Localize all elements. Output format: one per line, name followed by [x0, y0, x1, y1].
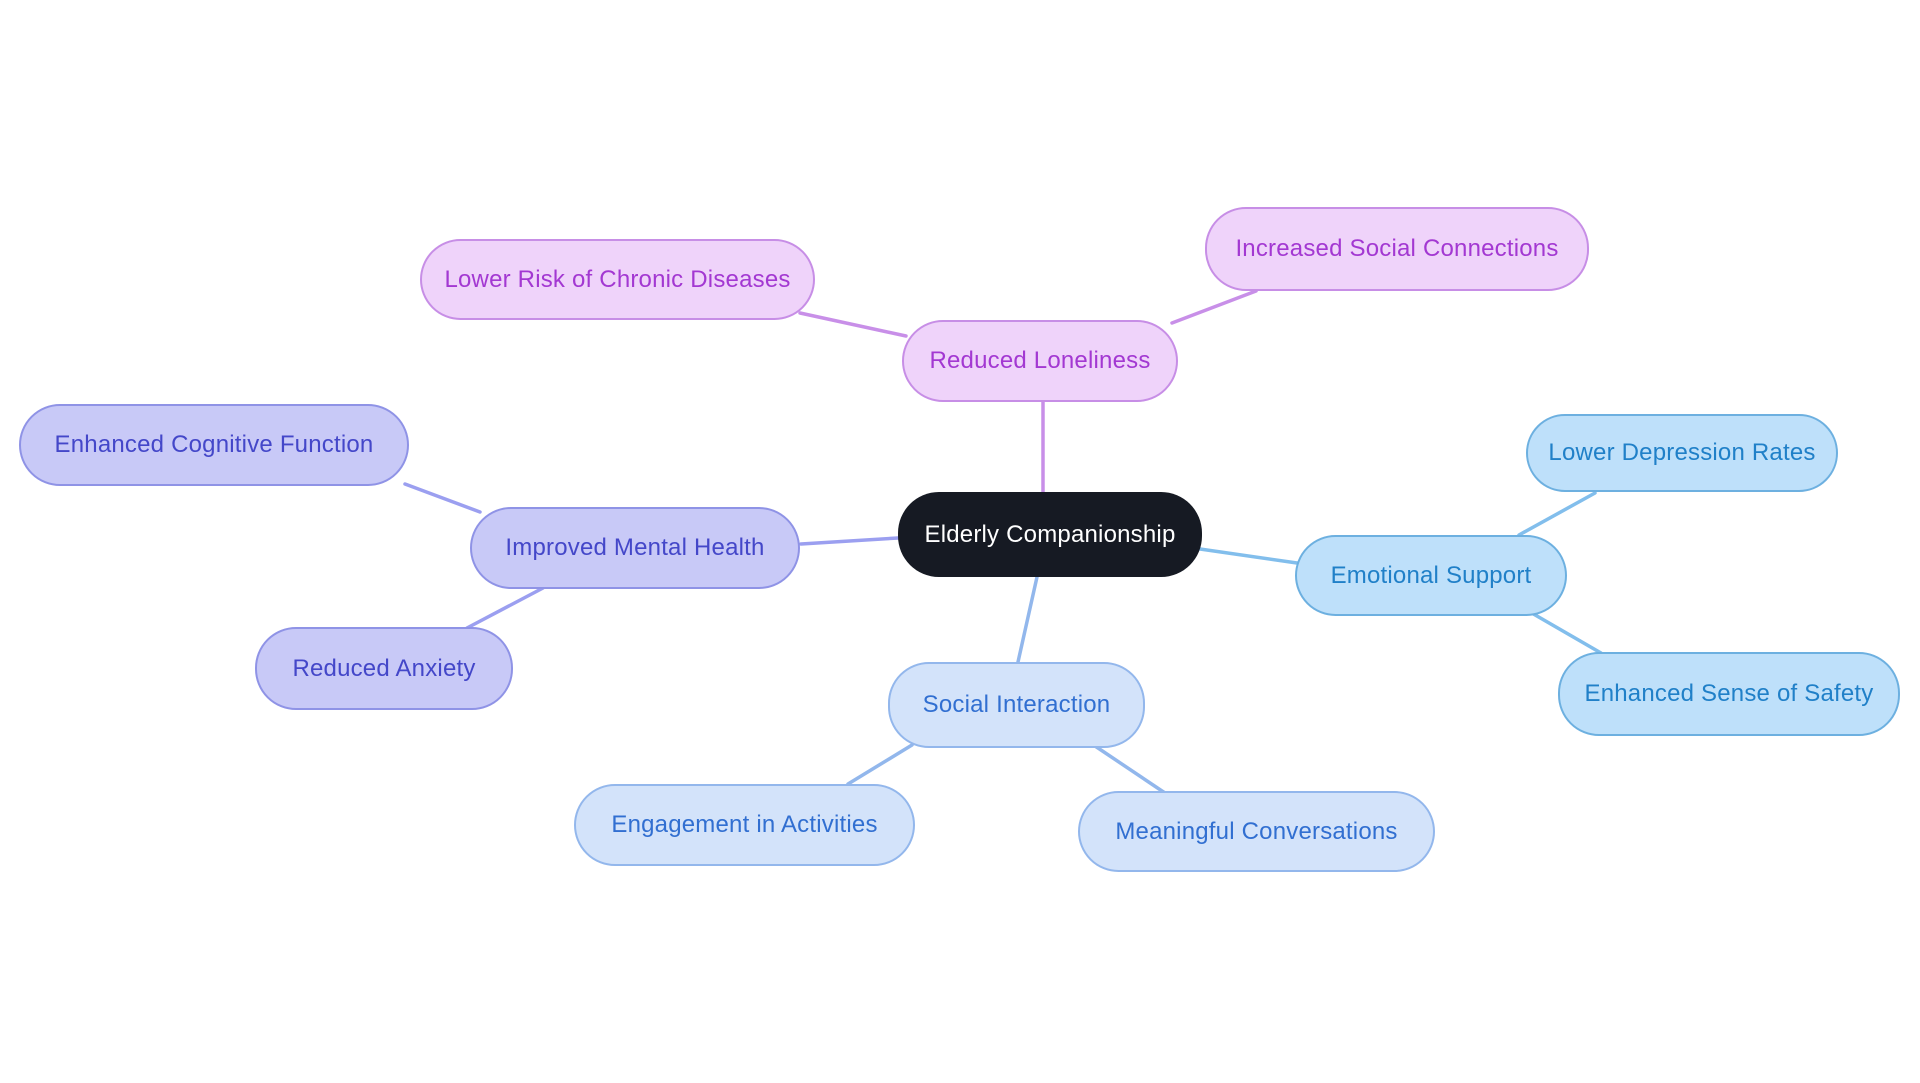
node-label: Lower Risk of Chronic Diseases	[444, 265, 791, 293]
node-label: Emotional Support	[1330, 561, 1532, 589]
branch-node-emotional-support[interactable]: Emotional Support	[1295, 535, 1567, 616]
node-label: Engagement in Activities	[611, 811, 878, 838]
edge-reduced-loneliness-to-increased-social	[1170, 289, 1258, 325]
edge-central-to-emotional-support	[1198, 547, 1299, 565]
child-node-meaningful-conversations[interactable]: Meaningful Conversations	[1078, 791, 1435, 872]
node-label: Meaningful Conversations	[1115, 817, 1398, 845]
edge-emotional-support-to-lower-depression	[1517, 491, 1597, 537]
edge-social-interaction-to-engagement	[846, 743, 914, 786]
edge-social-interaction-to-meaningful	[1093, 744, 1167, 795]
node-label: Improved Mental Health	[505, 534, 765, 561]
node-label: Reduced Anxiety	[292, 654, 476, 682]
node-label: Enhanced Sense of Safety	[1584, 680, 1874, 707]
branch-node-social-interaction[interactable]: Social Interaction	[888, 662, 1145, 748]
node-label: Enhanced Cognitive Function	[54, 431, 374, 458]
branch-node-improved-mental-health[interactable]: Improved Mental Health	[470, 507, 800, 589]
child-node-increased-social-connections[interactable]: Increased Social Connections	[1205, 207, 1589, 291]
edge-improved-mental-to-enhanced-cognitive	[403, 482, 482, 514]
node-label: Increased Social Connections	[1235, 235, 1559, 262]
central-node-elderly-companionship[interactable]: Elderly Companionship	[898, 492, 1202, 577]
node-label: Social Interaction	[922, 691, 1111, 718]
edge-central-to-improved-mental	[799, 536, 900, 546]
child-node-engagement-in-activities[interactable]: Engagement in Activities	[574, 784, 915, 866]
node-label: Lower Depression Rates	[1548, 439, 1816, 466]
node-label: Elderly Companionship	[924, 520, 1176, 548]
edge-reduced-loneliness-to-lower-risk	[798, 311, 908, 338]
edge-central-to-social-interaction	[1016, 575, 1039, 664]
child-node-reduced-anxiety[interactable]: Reduced Anxiety	[255, 627, 513, 710]
child-node-lower-depression-rates[interactable]: Lower Depression Rates	[1526, 414, 1838, 492]
child-node-enhanced-cognitive-function[interactable]: Enhanced Cognitive Function	[19, 404, 409, 486]
node-label: Reduced Loneliness	[929, 347, 1151, 374]
edge-improved-mental-to-reduced-anxiety	[465, 586, 545, 630]
child-node-lower-risk-of-chronic-diseases[interactable]: Lower Risk of Chronic Diseases	[420, 239, 815, 320]
branch-node-reduced-loneliness[interactable]: Reduced Loneliness	[902, 320, 1178, 402]
child-node-enhanced-sense-of-safety[interactable]: Enhanced Sense of Safety	[1558, 652, 1900, 736]
edge-emotional-support-to-enhanced-safety	[1528, 610, 1603, 655]
